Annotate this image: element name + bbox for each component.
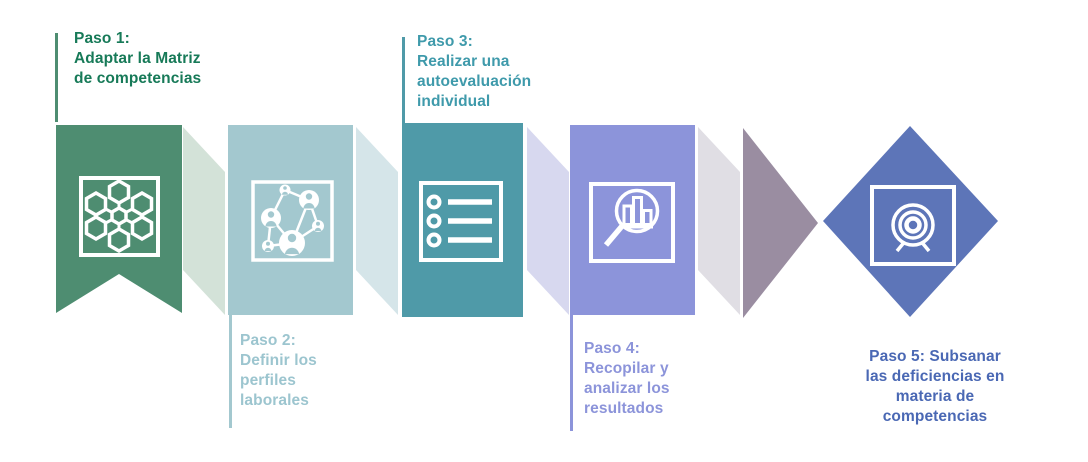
step-2-label: Paso 2: Definir los perfiles laborales xyxy=(240,332,317,409)
hexagon-cluster-icon xyxy=(79,176,160,257)
people-network-icon xyxy=(251,180,334,262)
checklist-icon xyxy=(419,181,503,262)
connector-1-chevron xyxy=(183,127,225,315)
target-icon xyxy=(870,185,956,266)
connector-3-chevron xyxy=(527,127,569,315)
step-4-label: Paso 4: Recopilar y analizar los resulta… xyxy=(584,340,670,417)
step-3-accent-line xyxy=(402,37,405,123)
step-1-label: Paso 1: Adaptar la Matriz de competencia… xyxy=(74,30,202,87)
step-3-label: Paso 3: Realizar una autoevaluación indi… xyxy=(417,33,532,110)
connector-2-chevron xyxy=(356,127,398,315)
step-2-accent-line xyxy=(229,315,232,428)
magnifier-chart-icon xyxy=(589,182,675,263)
step-5-label: Paso 5: Subsanar las deficiencias en mat… xyxy=(865,348,1005,425)
step-4-accent-line xyxy=(570,315,573,431)
step-2-rectangle xyxy=(228,125,353,315)
flow-arrow-triangle xyxy=(743,128,818,318)
connector-4-chevron xyxy=(698,127,740,315)
step-1-accent-line xyxy=(55,33,58,122)
